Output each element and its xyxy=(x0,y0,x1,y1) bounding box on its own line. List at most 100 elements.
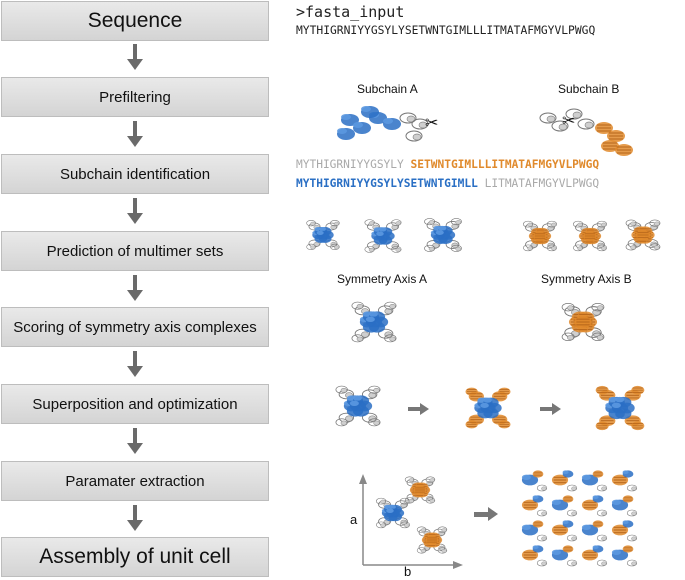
blue-domain xyxy=(365,316,383,328)
blue-domain xyxy=(532,495,544,503)
gray-domain xyxy=(561,332,575,342)
orange-domain xyxy=(592,470,604,478)
gray-domain xyxy=(626,484,638,492)
symmetry-axis-complexes xyxy=(351,301,605,343)
lattice-axes xyxy=(359,474,463,569)
gray-domain xyxy=(351,334,364,343)
gray-domain xyxy=(591,302,605,312)
right-arrow-icon xyxy=(474,507,498,521)
gray-domain xyxy=(596,509,608,517)
gray-domain xyxy=(573,220,584,228)
orange-domain xyxy=(622,545,634,553)
blue-domain xyxy=(480,402,496,414)
subchain-row-2: MYTHIGRNIYYGSYLYSETWNTGIMLL LITMATAFMGYV… xyxy=(296,177,599,190)
gray-domain xyxy=(596,534,608,542)
scissors-icon: ✂ xyxy=(562,113,575,130)
gray-domain xyxy=(596,484,608,492)
fasta-sequence: MYTHIGRNIYYGSYLYSETWNTGIMLLLITMATAFMGYVL… xyxy=(296,24,596,37)
gray-domain xyxy=(416,526,427,533)
scissors-icon: ✂ xyxy=(425,115,438,132)
gray-domain xyxy=(566,559,578,567)
gray-domain xyxy=(306,220,316,227)
orange-domain xyxy=(497,387,511,397)
subchain-row-1: MYTHIGRNIYYGSYLY SETWNTGIMLLLITMATAFMGYV… xyxy=(296,158,599,171)
gray-domain xyxy=(626,534,638,542)
gray-domain xyxy=(536,509,548,517)
blue-domain xyxy=(349,400,367,412)
gray-domain xyxy=(364,246,375,253)
orange-domain xyxy=(532,470,544,478)
step-prefiltering: Prefiltering xyxy=(1,77,269,117)
row2-blue-seq: MYTHIGRNIYYGSYLYSETWNTGIMLL xyxy=(296,177,478,190)
blue-domain xyxy=(386,508,400,518)
gray-domain xyxy=(351,301,364,310)
gray-domain xyxy=(566,484,578,492)
step-assembly-unit-cell: Assembly of unit cell xyxy=(1,537,269,577)
orange-domain xyxy=(425,535,439,545)
blue-domain xyxy=(592,545,604,553)
blue-domain xyxy=(316,230,330,240)
gray-domain xyxy=(561,302,575,312)
gray-domain xyxy=(306,243,316,250)
down-arrow-icon xyxy=(127,121,143,147)
right-arrow-icon xyxy=(408,403,429,415)
down-arrow-icon xyxy=(127,428,143,454)
orange-domain xyxy=(635,229,651,241)
orange-domain xyxy=(595,421,610,431)
fasta-header: >fasta_input xyxy=(296,3,405,21)
gray-domain xyxy=(523,220,534,228)
orange-domain xyxy=(595,385,610,395)
gray-domain xyxy=(424,218,436,226)
blue-domain xyxy=(622,520,634,528)
down-arrow-icon xyxy=(127,505,143,531)
subchain-b-structure: ✂ xyxy=(539,108,634,157)
gray-domain xyxy=(523,244,534,252)
gray-domain xyxy=(536,484,548,492)
step-parameter-extraction: Paramater extraction xyxy=(1,461,269,501)
gray-domain xyxy=(330,220,340,227)
subchain-a-structure: ✂ xyxy=(337,106,438,142)
blue-domain xyxy=(622,470,634,478)
step-sequence: Sequence xyxy=(1,1,269,41)
blue-domain xyxy=(562,520,574,528)
step-subchain-identification: Subchain identification xyxy=(1,154,269,194)
multimer-sets xyxy=(306,218,661,253)
orange-domain xyxy=(532,520,544,528)
gray-domain xyxy=(626,509,638,517)
step-superposition-optimization: Superposition and optimization xyxy=(1,384,269,424)
gray-domain xyxy=(364,219,375,226)
gray-domain xyxy=(437,526,448,533)
blue-domain xyxy=(562,470,574,478)
blue-domain xyxy=(611,402,629,414)
symmetry-axis-b-label: Symmetry Axis B xyxy=(541,272,632,286)
parameter-structures xyxy=(376,476,448,554)
down-arrow-icon xyxy=(127,275,143,301)
gray-domain xyxy=(404,497,415,504)
step-scoring-symmetry-axis: Scoring of symmetry axis complexes xyxy=(1,307,269,347)
gray-domain xyxy=(416,547,427,554)
down-arrow-icon xyxy=(127,44,143,70)
subchain-a-label: Subchain A xyxy=(357,82,418,96)
blue-domain xyxy=(376,231,390,241)
row1-gray-seq: MYTHIGRNIYYGSYLY xyxy=(296,158,404,171)
row2-gray-seq: LITMATAFMGYVLPWGQ xyxy=(484,177,600,190)
gray-domain xyxy=(566,509,578,517)
axis-a-label: a xyxy=(350,512,358,527)
blue-domain xyxy=(435,230,451,240)
gray-domain xyxy=(596,559,608,567)
gray-domain xyxy=(536,534,548,542)
axis-b-label: b xyxy=(404,564,412,579)
gray-domain xyxy=(649,219,661,227)
orange-domain xyxy=(592,520,604,528)
gray-domain xyxy=(566,534,578,542)
superposition-row xyxy=(335,385,645,431)
orange-domain xyxy=(630,421,645,431)
gray-domain xyxy=(335,418,348,427)
orange-domain xyxy=(413,485,427,495)
blue-domain xyxy=(532,545,544,553)
subchain-b-label: Subchain B xyxy=(558,82,620,96)
unit-cell-structure xyxy=(521,470,638,567)
row1-orange-seq: SETWNTGIMLLLITMATAFMGYVLPWGQ xyxy=(410,158,600,171)
gray-domain xyxy=(536,559,548,567)
